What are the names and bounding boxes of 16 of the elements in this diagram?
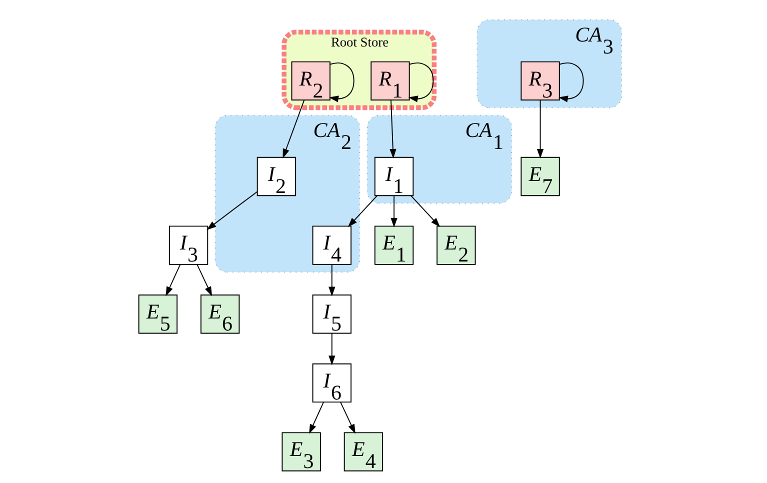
arrow bbox=[347, 195, 378, 228]
arrow bbox=[410, 195, 440, 228]
arrow bbox=[282, 100, 304, 158]
arrow bbox=[165, 264, 180, 296]
arrow bbox=[196, 264, 212, 296]
arrow bbox=[389, 100, 396, 159]
arrow bbox=[408, 62, 434, 102]
arrow bbox=[558, 62, 584, 102]
arrow bbox=[328, 264, 335, 296]
arrow bbox=[308, 402, 324, 434]
arrow bbox=[206, 191, 258, 230]
arrow bbox=[328, 62, 354, 102]
arrow bbox=[340, 402, 355, 434]
arrow bbox=[390, 195, 397, 228]
arrow bbox=[536, 100, 544, 159]
arrow bbox=[328, 332, 335, 366]
